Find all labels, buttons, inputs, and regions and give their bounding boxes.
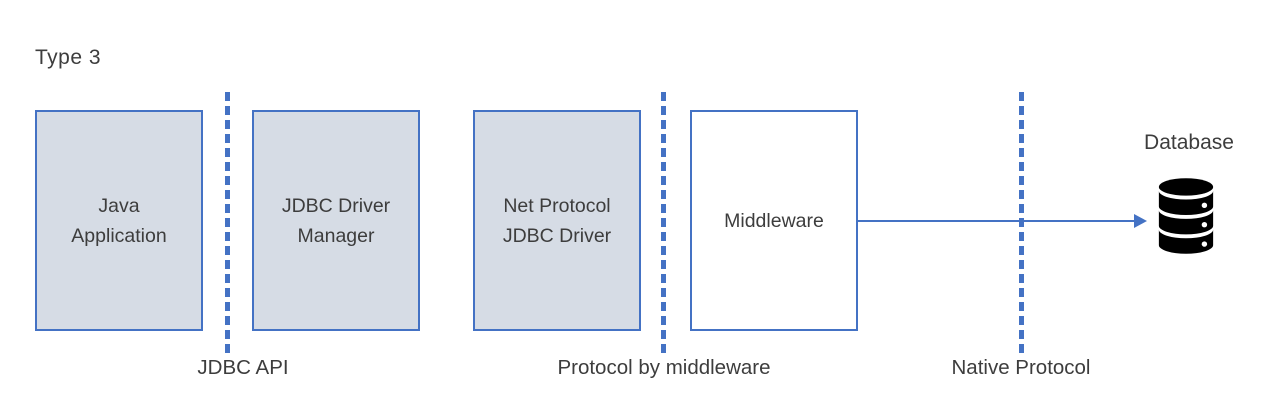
- diagram-title: Type 3: [35, 46, 102, 69]
- database-cylinder-icon: [1155, 176, 1217, 256]
- box-label-line: JDBC Driver: [502, 224, 612, 247]
- boundary-line-native-protocol: [1019, 92, 1024, 356]
- box-label-line: Manager: [297, 224, 375, 247]
- box-label-line: JDBC Driver: [281, 194, 391, 217]
- label-native-protocol: Native Protocol: [951, 356, 1091, 379]
- label-jdbc-api: JDBC API: [197, 356, 289, 379]
- box-label-line: Middleware: [724, 209, 824, 232]
- box-java-application: Java Application: [35, 110, 203, 331]
- box-net-protocol-jdbc-driver: Net Protocol JDBC Driver: [473, 110, 641, 331]
- box-jdbc-driver-manager: JDBC Driver Manager: [252, 110, 420, 331]
- box-label-line: Application: [71, 224, 167, 247]
- box-middleware: Middleware: [690, 110, 858, 331]
- boundary-line-jdbc-api: [225, 92, 230, 356]
- box-label-line: Java: [98, 194, 140, 217]
- box-label-line: Net Protocol: [503, 194, 611, 217]
- label-protocol-by-middleware: Protocol by middleware: [557, 356, 771, 379]
- database-label: Database: [1144, 131, 1234, 154]
- middleware-to-database-arrow-head: [1134, 214, 1147, 228]
- middleware-to-database-arrow-line: [858, 220, 1136, 222]
- boundary-line-protocol-by-middleware: [661, 92, 666, 356]
